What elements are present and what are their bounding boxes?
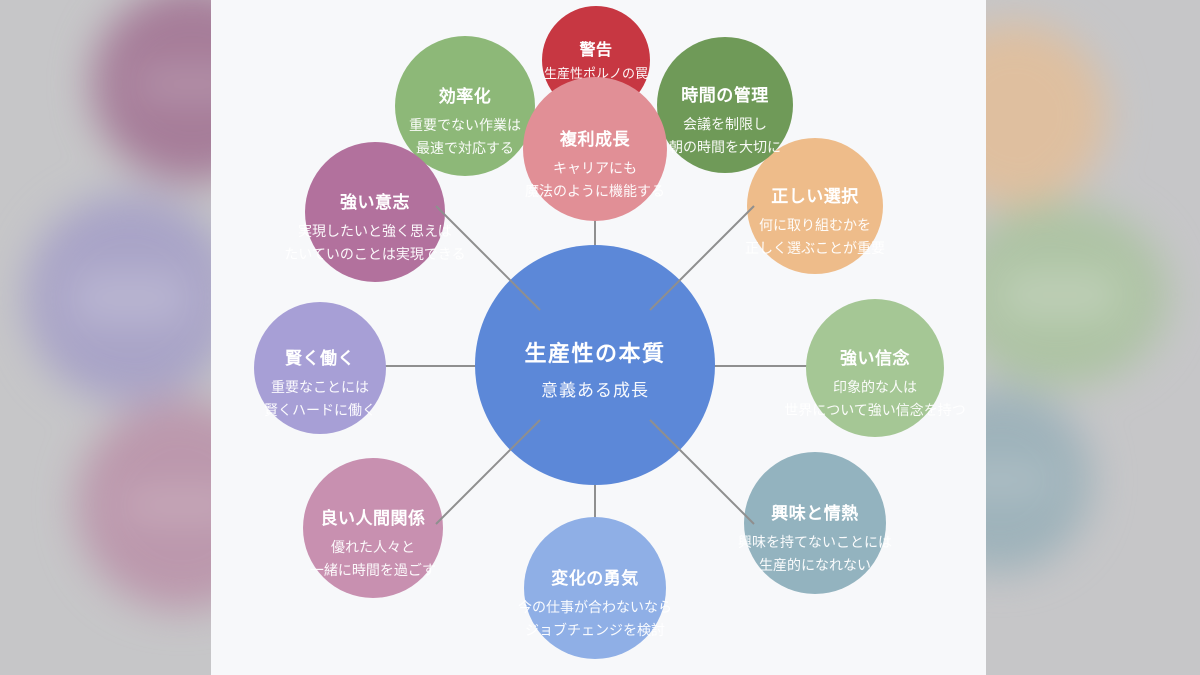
connector-lines-front: [435, 205, 755, 525]
node-subtext: 優れた人々と: [330, 539, 415, 555]
node-efficiency: 効率化 重要でない作業は 最速で対応する: [395, 36, 535, 176]
backdrop-green-blob: [952, 203, 1168, 387]
connector-line-up-left: [435, 205, 541, 311]
node-subtext: 会議を制限し: [683, 116, 767, 132]
node-title: 複利成長: [560, 130, 630, 149]
node-strong-will: 強い意志 実現したいと強く思えば たいていのことは実現できる: [284, 142, 466, 282]
node-title: 強い信念: [840, 349, 910, 368]
node-subtext: 何に取り組むかを: [759, 217, 871, 233]
node-subtext: 正しく選ぶことが重要: [745, 240, 885, 256]
node-work-smart: 賢く働く 重要なことには 賢くハードに働く: [254, 302, 386, 434]
node-courage-to-change: 変化の勇気 今の仕事が合わないなら ジョブチェンジを検討: [518, 517, 672, 659]
node-subtext: 朝の時間を大切に: [669, 139, 781, 155]
center-title: 生産性の本質: [524, 341, 666, 366]
node-subtext: 最速で対応する: [416, 140, 514, 156]
node-title: 興味と情熱: [771, 504, 859, 523]
node-title: 変化の勇気: [551, 569, 639, 588]
center-subtitle: 意義ある成長: [540, 381, 649, 400]
node-title: 効率化: [438, 87, 492, 106]
node-title: 時間の管理: [681, 86, 769, 105]
connector-line-up-right: [649, 205, 755, 311]
node-good-relationships: 良い人間関係 優れた人々と 一緒に時間を過ごす: [303, 458, 443, 598]
node-compound-growth: 複利成長 キャリアにも 魔法のように機能する: [523, 77, 667, 221]
node-subtext: 興味を持てないことには: [738, 534, 892, 550]
node-subtext: キャリアにも: [553, 160, 637, 176]
node-right-choice: 正しい選択 何に取り組むかを 正しく選ぶことが重要: [745, 138, 885, 274]
node-subtext: 実現したいと強く思えば: [298, 223, 452, 239]
connector-line-down-left: [435, 419, 541, 525]
backdrop-purple-blob: [25, 193, 235, 403]
node-title: 賢く働く: [285, 349, 355, 368]
node-subtext: 生産的になれない: [759, 557, 871, 573]
node-subtext: 賢くハードに働く: [264, 402, 376, 418]
node-subtext: 重要でない作業は: [409, 117, 521, 133]
node-title: 警告: [579, 42, 613, 59]
node-subtext: 今の仕事が合わないなら: [518, 599, 672, 615]
node-subtext: 生産性ポルノの罠: [543, 66, 648, 81]
node-subtext: ジョブチェンジを検討: [525, 622, 665, 638]
node-subtext: 印象的な人は: [833, 379, 917, 395]
node-subtext: 重要なことには: [271, 379, 369, 395]
node-subtext: 一緒に時間を過ごす: [309, 562, 437, 578]
node-subtext: 魔法のように機能する: [525, 183, 665, 199]
node-strong-belief: 強い信念 印象的な人は 世界について強い信念を持つ: [784, 299, 966, 437]
node-title: 正しい選択: [771, 187, 859, 206]
connector-line-down-right: [649, 419, 755, 525]
node-subtext: たいていのことは実現できる: [284, 246, 466, 262]
diagram-panel: 警告 生産性ポルノの罠 効率化 重要でない作業は 最速で対応する 正しい選択 何…: [211, 0, 986, 675]
node-time-management: 時間の管理 会議を制限し 朝の時間を大切に: [657, 37, 793, 173]
node-title: 良い人間関係: [320, 509, 426, 528]
node-subtext: 世界について強い信念を持つ: [784, 402, 966, 418]
node-title: 強い意志: [340, 193, 410, 212]
node-interest-passion: 興味と情熱 興味を持てないことには 生産的になれない: [738, 452, 892, 594]
